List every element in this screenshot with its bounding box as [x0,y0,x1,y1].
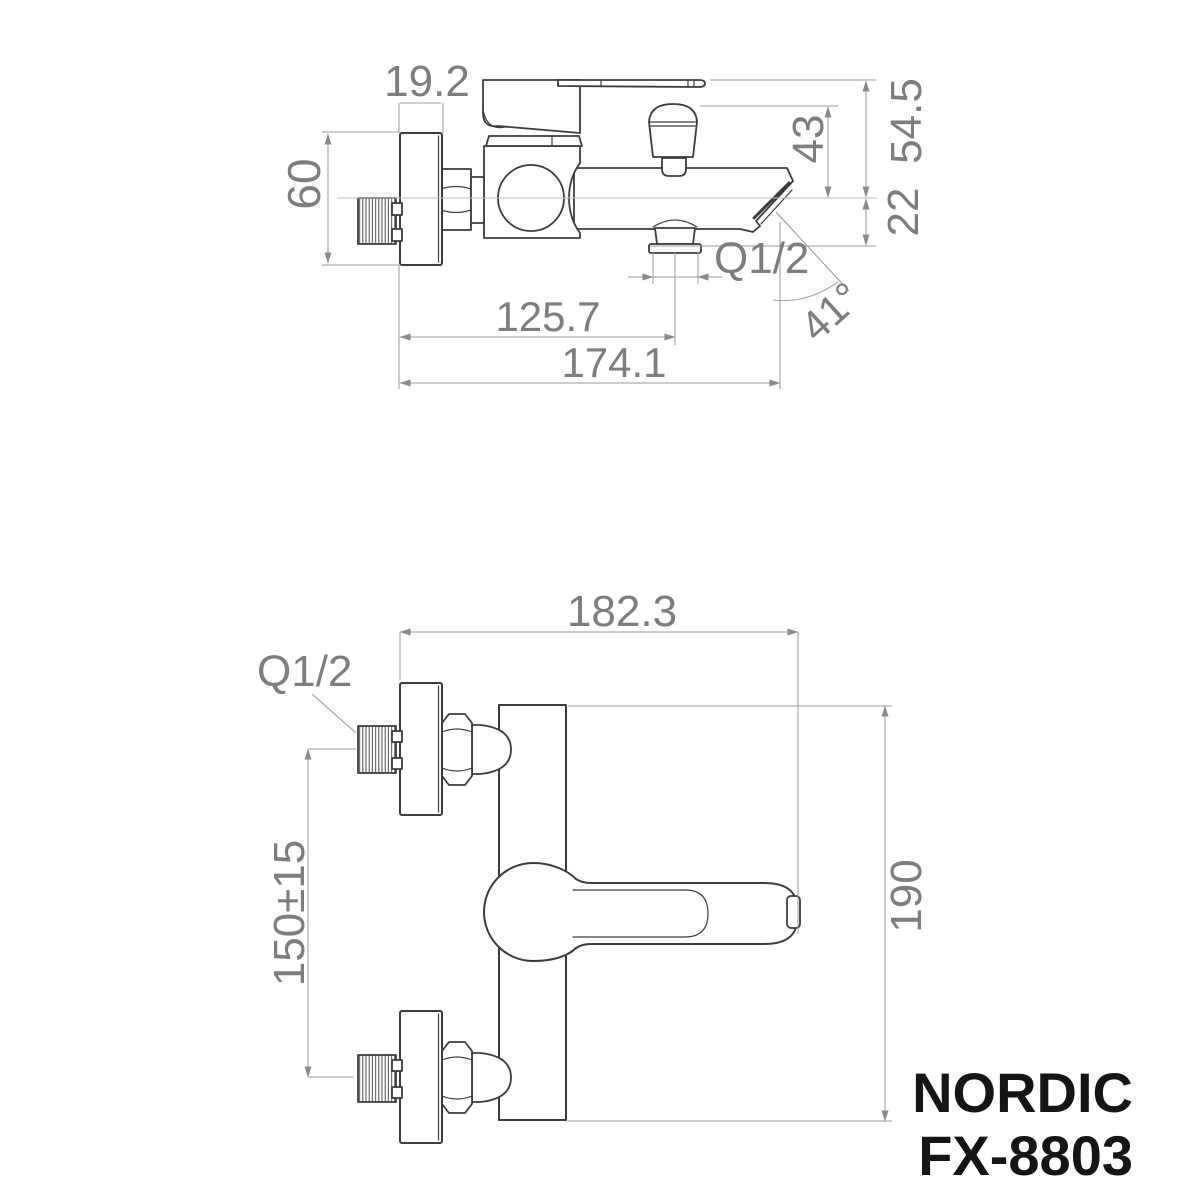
hex-nut-bottom-facets [441,1056,473,1100]
outlet-flange [648,243,702,254]
diverter-cap-seam [648,121,698,127]
nipple-top-tab1 [391,730,403,743]
dim-label-22: 22 [879,188,928,237]
dim-label-inlet-thread: Q1/2 [257,647,352,696]
title-block: NORDIC FX-8803 [912,1061,1133,1187]
nipple-tab-bottom [391,228,403,242]
front-view-parts [357,682,801,1144]
ext-lines [322,79,876,389]
handle-lever [557,79,706,88]
dim-label-43: 43 [784,115,833,164]
inlet-nipple-thread [357,197,397,245]
hex-nut-front-top [441,713,473,786]
angle-arc [772,281,839,302]
hex-nut [440,168,472,231]
lever-seams [600,79,695,88]
nipple-bottom-tab2 [391,1086,403,1099]
diverter-knob-cap [648,103,698,158]
dim-label-545: 54.5 [882,78,931,164]
model-number: FX-8803 [918,1124,1133,1187]
escutcheon [485,135,583,147]
handle-tip-button [786,895,801,929]
side-view-parts [337,79,877,266]
spacer-ring [470,176,485,224]
wall-plate [399,132,443,266]
outlet-dome [652,219,698,228]
nipple-bottom-tab1 [391,1059,403,1072]
dim-label-angle: 41° [791,273,870,350]
brand-name: NORDIC [912,1061,1133,1124]
spout [573,167,794,233]
spout-tip-line [760,189,793,225]
front-view: 182.3 Q1/2 150±15 190 [257,587,931,1144]
side-view: 19.2 60 54.5 43 22 Q1/2 41° 125.7 174.1 [278,57,931,389]
dim-label-outlet-thread: Q1/2 [714,234,809,283]
hex-nut-top-facets [441,728,473,772]
handle-body [482,79,581,134]
handle-pivot-arc [482,109,506,129]
nipple-top-tab2 [391,757,403,770]
hex-nut-front-bottom [441,1041,473,1114]
dim-label-1741: 174.1 [561,339,666,386]
angle-leader-line [775,211,850,292]
dim-label-plate-height: 60 [278,158,330,209]
dim-label-width: 182.3 [567,587,677,636]
hex-nut-facets [440,185,472,214]
spout-cut-edge [752,181,791,220]
dim-label-plate-depth: 19.2 [384,57,470,106]
outlet-cup [654,227,696,245]
handle-front [483,862,799,962]
wall-plate-top [399,682,443,816]
nipple-tab-top [391,202,403,216]
dim-label-1257: 125.7 [495,293,600,340]
wall-plate-bottom [399,1010,443,1144]
eccentric-bulge-top [471,724,512,775]
inlet-nipple-bottom [357,1054,397,1103]
ext-lines-front [308,632,892,1122]
eccentric-bulge-bottom [471,1052,512,1103]
handle-front-contour [572,889,709,938]
inlet-nipple-top [357,725,397,774]
diverter-knob-stem [661,157,687,177]
thread-leader-line [311,693,357,734]
front-view-dimensions: 182.3 Q1/2 150±15 190 [257,587,931,1122]
dim-label-height: 190 [882,859,931,932]
dim-label-spacing: 150±15 [265,840,314,987]
